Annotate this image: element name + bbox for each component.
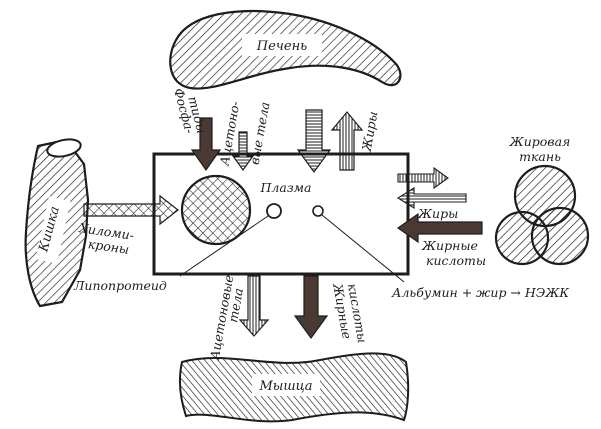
intestine-organ: Кишка (24, 138, 90, 308)
lipoprotein-pointer-line (179, 215, 269, 277)
fats-arrow-to-adipose (397, 166, 449, 190)
lipoprotein-label: Липопротеид (73, 278, 167, 293)
fatty-acids-right-label-line2: кислоты (426, 253, 486, 268)
muscle-label: Мышца (258, 379, 312, 394)
chylomicron-particle (180, 174, 252, 246)
albumin-complex-label: Альбумин + жир → НЭЖК (391, 285, 569, 300)
albumin-pointer-line (321, 214, 405, 283)
ketone-bodies-arrow-down (231, 131, 255, 172)
fatty-acids-arrow-from-adipose (396, 212, 483, 244)
albumin-particle (312, 205, 324, 217)
lipoprotein-particle (266, 203, 282, 219)
liver-label: Печень (256, 39, 307, 54)
fats-arrow-from-adipose (396, 187, 467, 209)
plasma-label: Плазма (260, 180, 312, 195)
adipose-tissue: Жировая ткань (494, 134, 590, 266)
chylomicrons-label-line2: кроны (87, 236, 130, 257)
ketone-bottom-label-line2: тела (225, 287, 246, 324)
fatty-acids-right-label-line1: Жирные (421, 238, 478, 253)
fats-right-label: Жиры (417, 206, 458, 221)
liver-organ: Печень (169, 9, 402, 90)
adipose-label-line1: Жировая (509, 134, 571, 149)
phospholipids-arrow-down (190, 117, 222, 172)
fats-arrow-up (330, 111, 364, 171)
fatty-acids-arrow-to-muscle (293, 275, 329, 340)
fats-top-label: Жиры (359, 110, 381, 153)
adipose-label-line2: ткань (519, 149, 561, 164)
fats-arrow-down (296, 109, 332, 174)
muscle-organ: Мышца (178, 352, 410, 423)
ketone-bodies-arrow-to-muscle (238, 275, 270, 337)
chylomicrons-arrow-right (83, 194, 179, 226)
